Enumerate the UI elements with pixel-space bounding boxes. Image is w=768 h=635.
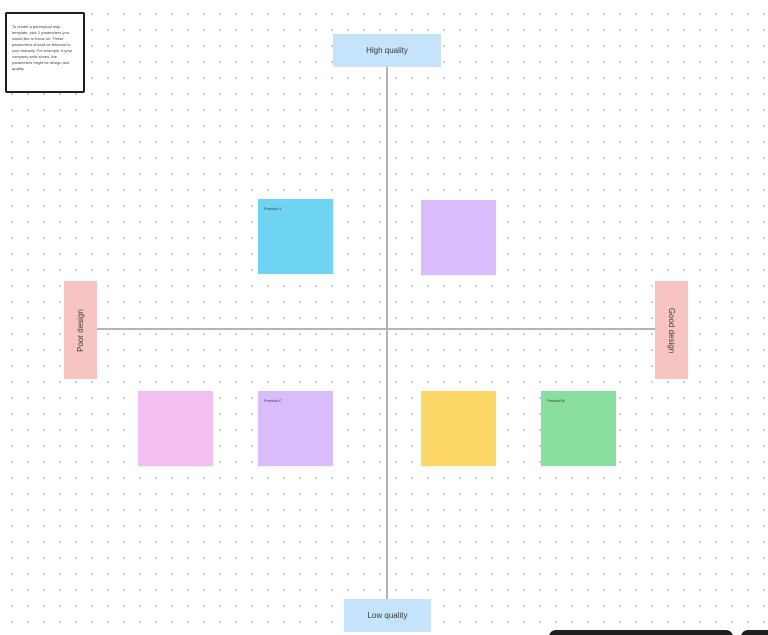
bottom-toolbar-secondary[interactable] bbox=[741, 630, 768, 635]
axis-label-left-text: Poor design bbox=[76, 308, 86, 352]
sticky-note-yellow[interactable] bbox=[421, 391, 496, 466]
bottom-toolbar[interactable] bbox=[549, 630, 733, 635]
sticky-note-label: Product B bbox=[547, 398, 565, 403]
sticky-note-label: Product X bbox=[264, 206, 282, 211]
axis-label-poor-design[interactable]: Poor design bbox=[64, 281, 97, 379]
sticky-note-purple-top[interactable] bbox=[421, 200, 496, 275]
axis-label-bottom-text: Low quality bbox=[367, 611, 408, 620]
axis-label-good-design[interactable]: Good design bbox=[655, 281, 688, 379]
axis-label-top-text: High quality bbox=[366, 46, 408, 55]
sticky-note-product-c[interactable]: Product C bbox=[258, 391, 333, 466]
axis-label-low-quality[interactable]: Low quality bbox=[344, 599, 431, 632]
sticky-note-product-x[interactable]: Product X bbox=[258, 199, 333, 274]
sticky-note-product-b[interactable]: Product B bbox=[541, 391, 616, 466]
axis-label-high-quality[interactable]: High quality bbox=[333, 34, 441, 67]
instructions-text: To create a perceptual map template, pic… bbox=[12, 24, 73, 71]
sticky-note-label: Product C bbox=[264, 398, 282, 403]
axis-label-right-text: Good design bbox=[667, 307, 676, 353]
horizontal-axis-line[interactable] bbox=[97, 328, 655, 330]
vertical-axis-line[interactable] bbox=[386, 66, 388, 600]
sticky-note-pink[interactable] bbox=[138, 391, 213, 466]
instructions-note[interactable]: To create a perceptual map template, pic… bbox=[5, 12, 85, 93]
